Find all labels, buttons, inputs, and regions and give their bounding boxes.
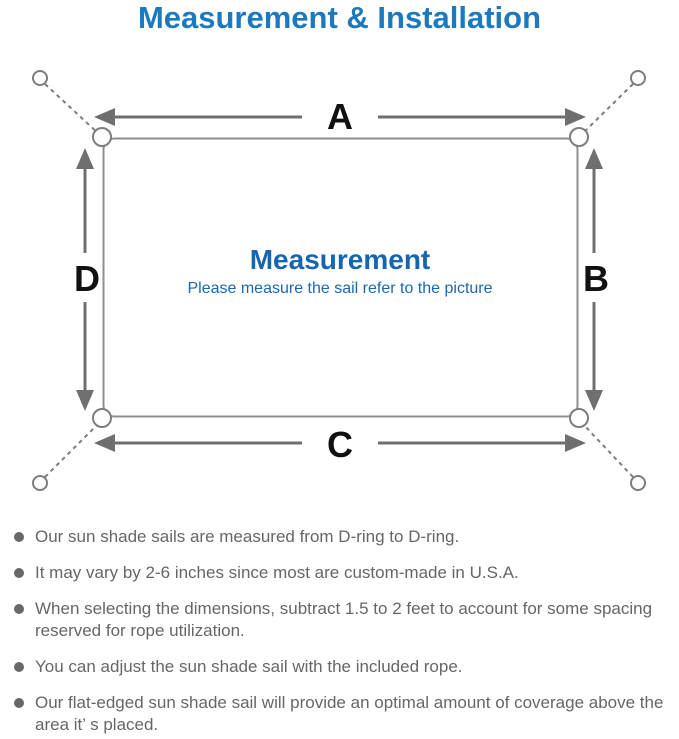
dimension-label-c: C bbox=[327, 424, 353, 465]
d-ring-icon bbox=[569, 127, 589, 147]
dimension-label-a: A bbox=[327, 96, 353, 137]
arrowhead-icon bbox=[585, 148, 603, 169]
d-ring-icon bbox=[92, 408, 112, 428]
tension-rope-lines bbox=[44, 83, 634, 478]
bullet-icon bbox=[14, 568, 24, 578]
arrowhead-icon bbox=[585, 390, 603, 411]
bullet-icon bbox=[14, 662, 24, 672]
anchor-point-icon bbox=[32, 475, 48, 491]
dimension-label-d: D bbox=[74, 258, 100, 299]
anchor-point-icon bbox=[32, 70, 48, 86]
arrowhead-icon bbox=[565, 434, 586, 452]
bullet-icon bbox=[14, 698, 24, 708]
rope-line-bottom-right bbox=[581, 422, 634, 478]
list-item: Our sun shade sails are measured from D-… bbox=[12, 526, 667, 548]
dimension-label-b: B bbox=[583, 258, 609, 299]
note-text: Our sun shade sails are measured from D-… bbox=[35, 527, 460, 546]
list-item: When selecting the dimensions, subtract … bbox=[12, 598, 667, 642]
measurement-notes-list: Our sun shade sails are measured from D-… bbox=[12, 526, 667, 739]
list-item: Our flat-edged sun shade sail will provi… bbox=[12, 692, 667, 736]
diagram-center-subtitle: Please measure the sail refer to the pic… bbox=[187, 280, 492, 297]
anchor-point-icon bbox=[630, 70, 646, 86]
note-text: When selecting the dimensions, subtract … bbox=[35, 599, 653, 640]
bullet-icon bbox=[14, 532, 24, 542]
anchor-point-icon bbox=[630, 475, 646, 491]
page-title: Measurement & Installation bbox=[137, 0, 542, 35]
d-ring-icon bbox=[92, 127, 112, 147]
arrowhead-icon bbox=[76, 390, 94, 411]
sail-measurement-diagram: A B C D Measurement Please measure the s… bbox=[32, 70, 646, 491]
note-text: Our flat-edged sun shade sail will provi… bbox=[35, 693, 664, 734]
note-text: It may vary by 2-6 inches since most are… bbox=[35, 563, 519, 582]
bullet-icon bbox=[14, 604, 24, 614]
list-item: It may vary by 2-6 inches since most are… bbox=[12, 562, 667, 584]
rope-line-top-right bbox=[581, 83, 634, 135]
rope-line-bottom-left bbox=[44, 422, 100, 478]
arrowhead-icon bbox=[565, 108, 586, 126]
list-item: You can adjust the sun shade sail with t… bbox=[12, 656, 667, 678]
arrowhead-icon bbox=[76, 148, 94, 169]
arrowhead-icon bbox=[94, 108, 115, 126]
note-text: You can adjust the sun shade sail with t… bbox=[35, 657, 463, 676]
rope-line-top-left bbox=[44, 83, 100, 135]
shade-sail-outline bbox=[102, 137, 579, 418]
d-ring-icon bbox=[569, 408, 589, 428]
arrowhead-icon bbox=[94, 434, 115, 452]
diagram-center-title: Measurement bbox=[250, 244, 431, 275]
